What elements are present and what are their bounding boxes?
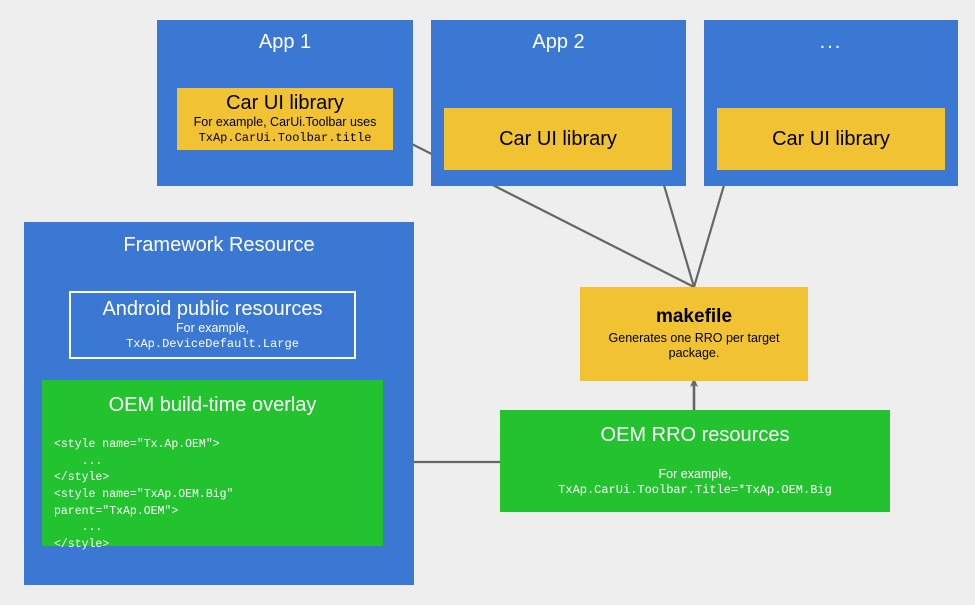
makefile-box: makefile Generates one RRO per target pa… bbox=[580, 287, 808, 381]
app-2-car-ui-library: Car UI library bbox=[444, 108, 672, 170]
android-public-resources-code: TxAp.DeviceDefault.Large bbox=[126, 336, 299, 351]
framework-resource-title: Framework Resource bbox=[123, 234, 315, 256]
makefile-title: makefile bbox=[655, 305, 733, 327]
app-1-car-ui-library-subtitle: For example, CarUi.Toolbar uses bbox=[193, 114, 377, 129]
oem-rro-resources-box: OEM RRO resources For example, TxAp.CarU… bbox=[500, 410, 890, 512]
oem-build-time-overlay-title: OEM build-time overlay bbox=[108, 394, 317, 416]
oem-rro-resources-title: OEM RRO resources bbox=[600, 424, 790, 446]
app-1-car-ui-library-title: Car UI library bbox=[226, 91, 344, 114]
app-1-container: App 1 Car UI library For example, CarUi.… bbox=[157, 20, 413, 186]
app-1-car-ui-library: Car UI library For example, CarUi.Toolba… bbox=[177, 88, 393, 150]
android-public-resources-subtitle: For example, bbox=[176, 320, 249, 335]
app-3-car-ui-library: Car UI library bbox=[717, 108, 945, 170]
app-2-container: App 2 Car UI library bbox=[431, 20, 686, 186]
app-1-car-ui-library-code: TxAp.CarUi.Toolbar.title bbox=[198, 130, 372, 145]
android-public-resources-box: Android public resources For example, Tx… bbox=[69, 291, 356, 359]
oem-rro-resources-subtitle: For example, bbox=[658, 467, 732, 481]
android-public-resources-title: Android public resources bbox=[102, 297, 323, 320]
makefile-subtitle: Generates one RRO per target package. bbox=[608, 330, 780, 361]
app-1-title: App 1 bbox=[258, 31, 312, 53]
oem-build-time-overlay-code: <style name="Tx.Ap.OEM"> ... </style> <s… bbox=[54, 438, 234, 552]
framework-resource-container: Framework Resource Android public resour… bbox=[24, 222, 414, 585]
app-3-title: ... bbox=[819, 31, 843, 53]
app-3-car-ui-library-title: Car UI library bbox=[772, 127, 890, 150]
app-2-title: App 2 bbox=[532, 31, 585, 53]
app-2-car-ui-library-title: Car UI library bbox=[499, 127, 617, 150]
oem-build-time-overlay-box: OEM build-time overlay <style name="Tx.A… bbox=[42, 380, 383, 551]
app-3-container: ... Car UI library bbox=[704, 20, 958, 186]
oem-rro-resources-code: TxAp.CarUi.Toolbar.Title=*TxAp.OEM.Big bbox=[558, 482, 832, 497]
